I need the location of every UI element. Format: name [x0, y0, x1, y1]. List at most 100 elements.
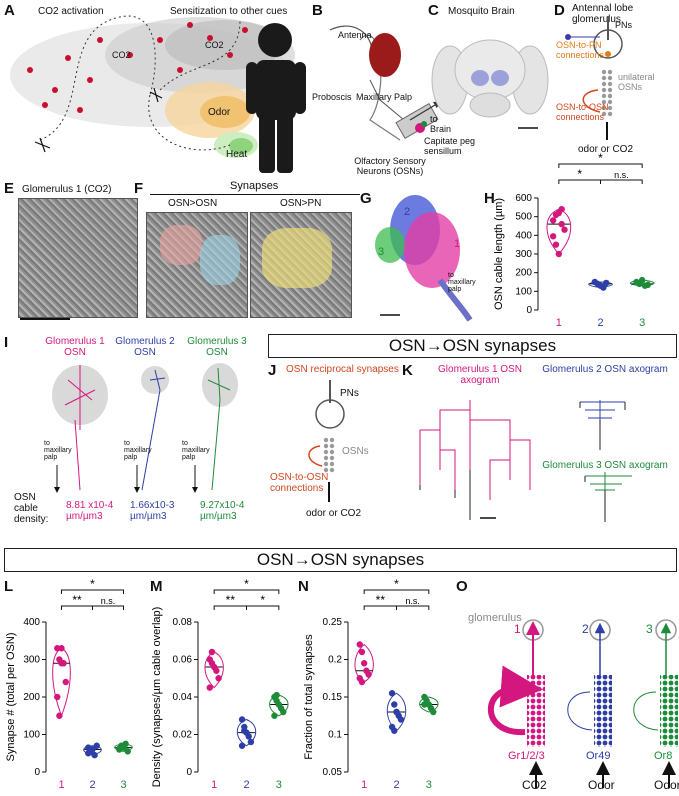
g-label-1: 1 — [454, 238, 461, 250]
data-point — [644, 281, 652, 288]
osn-morphologies — [52, 363, 238, 493]
x-tick-label: 1 — [58, 779, 64, 791]
co2-activation-label: CO2 activation — [38, 6, 104, 17]
maxillary-palp-label: Maxillary Palp — [356, 92, 413, 102]
proboscis-label: Proboscis — [312, 92, 352, 102]
o-n1: 1 — [514, 622, 521, 636]
significance-bracket — [396, 605, 430, 610]
d-osn-to-osn: OSN-to-OSN connections — [556, 102, 609, 122]
data-point — [238, 742, 246, 749]
data-point — [124, 748, 131, 755]
i-density-2: 1.66x10-3 µm/µm3 — [130, 500, 175, 522]
panel-D-schematic — [565, 16, 623, 140]
x-tick-label: 1 — [556, 317, 562, 329]
i-to-palp-1: to maxillary palp — [44, 440, 72, 461]
panel-label-M: M — [150, 578, 163, 595]
k-g3-title: Glomerulus 3 OSN axogram — [542, 460, 668, 471]
data-point — [356, 641, 363, 648]
to-brain-label: to Brain — [430, 114, 452, 134]
j-pns: PNs — [340, 388, 359, 399]
odor-label: Odor — [208, 107, 231, 118]
x-tick-label: 3 — [276, 779, 282, 791]
x-tick-label: 2 — [597, 317, 603, 329]
j-osns: OSNs — [342, 446, 369, 457]
data-point — [116, 745, 123, 752]
data-point — [58, 645, 65, 652]
e-scale-bar — [20, 318, 70, 320]
panel-label-H: H — [484, 190, 495, 207]
data-point — [358, 648, 366, 656]
significance-bracket — [600, 179, 643, 184]
data-point — [558, 206, 565, 213]
d-unilateral: unilateral OSNs — [618, 72, 655, 92]
data-point — [245, 733, 252, 740]
x-tick-label: 2 — [89, 779, 95, 791]
data-point — [273, 691, 280, 699]
em-glomerulus-image — [18, 198, 138, 318]
panel-label-O: O — [456, 578, 468, 595]
significance-bracket — [558, 163, 643, 168]
data-point — [208, 648, 216, 656]
o-r2: Or49 — [586, 750, 611, 762]
f-osn-highlight-blue — [200, 235, 240, 285]
y-tick-label: 0 — [186, 767, 192, 778]
panel-J-schematic — [308, 380, 345, 502]
i-density-label: OSN cable density: — [14, 492, 49, 525]
j-stimulus: odor or CO2 — [306, 508, 362, 519]
data-point — [62, 678, 69, 686]
d-pns: PNs — [615, 20, 633, 30]
panel-label-B: B — [312, 2, 323, 19]
significance-label: * — [577, 167, 582, 181]
data-point — [358, 678, 366, 686]
y-tick-label: 0.2 — [328, 655, 342, 666]
panel-label-C: C — [428, 2, 439, 19]
heat-label: Heat — [226, 149, 248, 160]
data-point — [391, 727, 398, 734]
data-point — [430, 708, 437, 716]
significance-bracket — [363, 589, 430, 594]
y-tick-label: 300 — [23, 655, 40, 666]
y-axis-label: OSN cable length (µm) — [493, 198, 505, 310]
panel-label-E: E — [4, 180, 15, 197]
y-tick-label: 0.06 — [173, 655, 193, 666]
panel-label-N: N — [298, 578, 309, 595]
capitate-label: Capitate peg sensillum — [424, 136, 476, 156]
y-tick-label: 200 — [515, 268, 532, 279]
y-tick-label: 300 — [515, 249, 532, 260]
significance-label: ** — [376, 593, 386, 607]
data-point — [122, 740, 129, 748]
significance-label: n.s. — [614, 170, 629, 180]
panel-label-D: D — [554, 2, 565, 19]
i-to-palp-2: to maxillary palp — [124, 440, 152, 461]
f-osn-highlight-pink — [160, 225, 202, 265]
y-tick-label: 100 — [515, 286, 532, 297]
co2-label-2: CO2 — [205, 40, 224, 50]
y-tick-label: 0.05 — [323, 767, 343, 778]
banner-bottom: OSN→OSN synapses — [4, 548, 677, 572]
data-point — [549, 217, 557, 224]
data-point — [391, 701, 398, 708]
o-s1: CO2 — [522, 778, 547, 792]
data-point — [241, 727, 248, 734]
data-point — [561, 226, 568, 233]
violin-outline — [419, 696, 439, 713]
i-g1-title: Glomerulus 1 OSN — [45, 336, 105, 358]
f-divider — [150, 194, 360, 195]
significance-bracket — [61, 589, 124, 594]
i-g2-title: Glomerulus 2 OSN — [115, 336, 175, 358]
y-tick-label: 0.04 — [173, 692, 193, 703]
significance-bracket — [246, 605, 280, 610]
y-tick-label: 200 — [23, 692, 40, 703]
significance-bracket — [213, 589, 280, 594]
x-tick-label: 3 — [639, 317, 645, 329]
violin-outline — [269, 694, 289, 717]
y-tick-label: 100 — [23, 730, 40, 741]
data-point — [93, 742, 100, 749]
i-density-1: 8.81 x10-4 µm/µm3 — [66, 500, 114, 522]
j-title: OSN reciprocal synapses — [286, 364, 399, 375]
j-conn: OSN-to-OSN connections — [270, 472, 329, 494]
violin-outline — [236, 718, 257, 747]
co2-label-1: CO2 — [112, 50, 131, 60]
